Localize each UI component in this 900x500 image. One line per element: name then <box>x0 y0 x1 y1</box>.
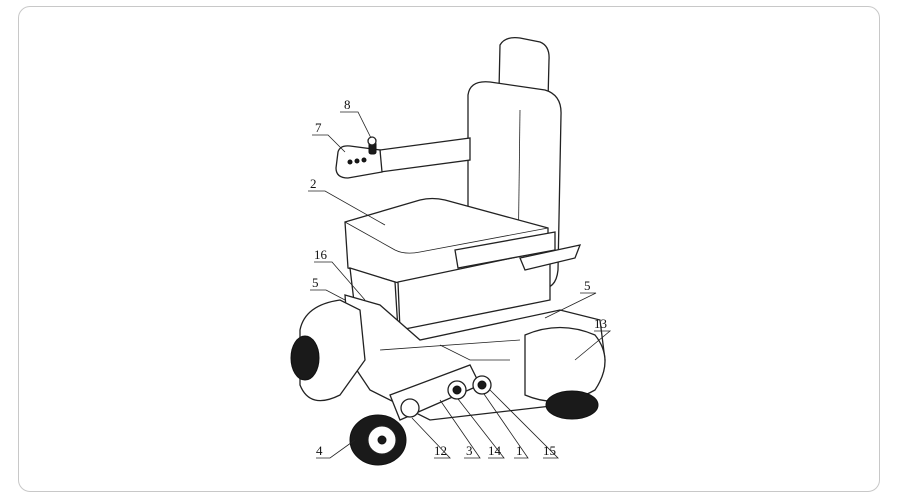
label-4: 4 <box>316 443 323 458</box>
label-12: 12 <box>434 443 447 458</box>
mecanum-wheel-rear <box>545 390 599 420</box>
figure-frame <box>18 6 880 492</box>
base-frame <box>299 294 606 421</box>
mecanum-wheel-left <box>290 335 320 381</box>
label-5-left: 5 <box>312 275 319 290</box>
label-1: 1 <box>516 443 523 458</box>
label-3: 3 <box>466 443 473 458</box>
seat-cushion <box>344 197 551 332</box>
label-2: 2 <box>310 176 317 191</box>
label-5-right: 5 <box>584 278 591 293</box>
label-7: 7 <box>315 120 322 135</box>
armrest-left <box>335 136 471 179</box>
label-15: 15 <box>543 443 556 458</box>
mecanum-wheel-front <box>349 414 407 466</box>
label-16: 16 <box>314 247 328 262</box>
leader-lines <box>308 111 612 459</box>
label-13: 13 <box>594 316 607 331</box>
armrest-plate <box>519 244 582 271</box>
label-14: 14 <box>488 443 502 458</box>
label-8: 8 <box>344 97 351 112</box>
